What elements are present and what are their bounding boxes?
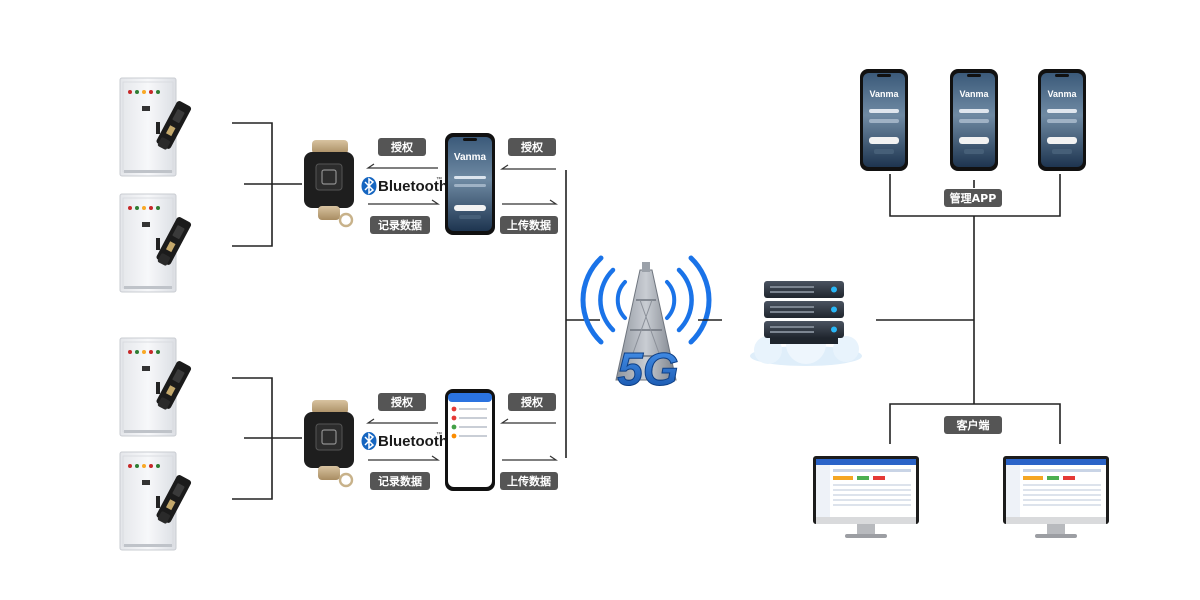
bluetooth-icon — [361, 432, 377, 450]
phone-brand: Vanma — [869, 89, 899, 99]
authorize-label: 授权 — [391, 140, 414, 154]
phone-brand: Vanma — [1047, 89, 1077, 99]
upload-data-tag — [500, 472, 558, 490]
upload-data-tag — [500, 216, 558, 234]
arrow-right — [368, 455, 440, 461]
bluetooth-link-top: 授权 Bluetooth ™ 记录数据 — [361, 138, 448, 234]
management-app-tag — [944, 189, 1002, 207]
client-monitors — [813, 456, 1109, 538]
authorize-label: 授权 — [521, 140, 544, 154]
cabinet-bracket-bottom — [232, 377, 302, 500]
client-tag — [944, 416, 1002, 434]
authorize-label: 授权 — [521, 395, 544, 409]
electrical-cabinet — [119, 337, 193, 437]
5g-tower-icon: 5G — [580, 255, 712, 396]
mobile-phone-login: Vanma — [445, 133, 495, 235]
network-5g-label: 5G — [617, 343, 678, 395]
authorize-tag — [508, 393, 556, 411]
management-app-phones: Vanma Vanma Vanma — [860, 69, 1086, 171]
arrow-left — [500, 164, 556, 170]
bluetooth-label: Bluetooth — [378, 178, 448, 195]
phone-brand: Vanma — [959, 89, 989, 99]
electrical-cabinet — [119, 451, 193, 551]
cabinet-bracket-top — [232, 122, 302, 247]
cabinet-group-bottom — [119, 337, 193, 551]
management-app-label: 管理APP — [950, 191, 997, 205]
record-data-tag — [370, 472, 430, 490]
electrical-cabinet — [119, 193, 193, 293]
authorize-tag — [378, 393, 426, 411]
arrow-right — [368, 199, 440, 205]
record-data-label: 记录数据 — [378, 474, 422, 488]
cabinet-group-top — [119, 77, 193, 293]
upload-data-label: 上传数据 — [507, 218, 551, 232]
app-phone — [1038, 69, 1086, 171]
record-data-label: 记录数据 — [378, 218, 422, 232]
upload-data-label: 上传数据 — [507, 474, 551, 488]
management-app-bracket: 管理APP — [889, 174, 1061, 217]
electrical-cabinet — [119, 77, 193, 177]
cloud-server-icon — [750, 281, 862, 366]
bluetooth-link-bottom: 授权 Bluetooth ™ 记录数据 — [361, 393, 448, 490]
authorize-tag — [508, 138, 556, 156]
uplink-bus — [565, 170, 600, 458]
arrow-right — [502, 455, 558, 461]
phone-brand: Vanma — [454, 152, 487, 163]
app-phone — [860, 69, 908, 171]
authorize-label: 授权 — [391, 395, 414, 409]
arrow-left — [366, 418, 438, 424]
trademark-mark: ™ — [436, 176, 442, 183]
trademark-mark: ™ — [436, 431, 442, 438]
client-label: 客户端 — [956, 418, 990, 432]
arrow-left — [366, 163, 438, 169]
bluetooth-label: Bluetooth — [378, 433, 448, 450]
authorize-tag — [378, 138, 426, 156]
client-monitor — [1003, 456, 1109, 538]
app-phone — [950, 69, 998, 171]
upload-link-top: 授权 上传数据 — [500, 138, 558, 234]
bluetooth-icon — [361, 177, 377, 195]
arrow-left — [500, 418, 556, 424]
record-data-tag — [370, 216, 430, 234]
bluetooth-lock-device — [302, 138, 356, 228]
bluetooth-lock-device — [302, 398, 356, 488]
client-monitor — [813, 456, 919, 538]
mobile-phone-list — [445, 389, 495, 491]
client-bracket: 客户端 — [889, 403, 1061, 444]
arrow-right — [502, 199, 558, 205]
upload-link-bottom: 授权 上传数据 — [500, 393, 558, 490]
